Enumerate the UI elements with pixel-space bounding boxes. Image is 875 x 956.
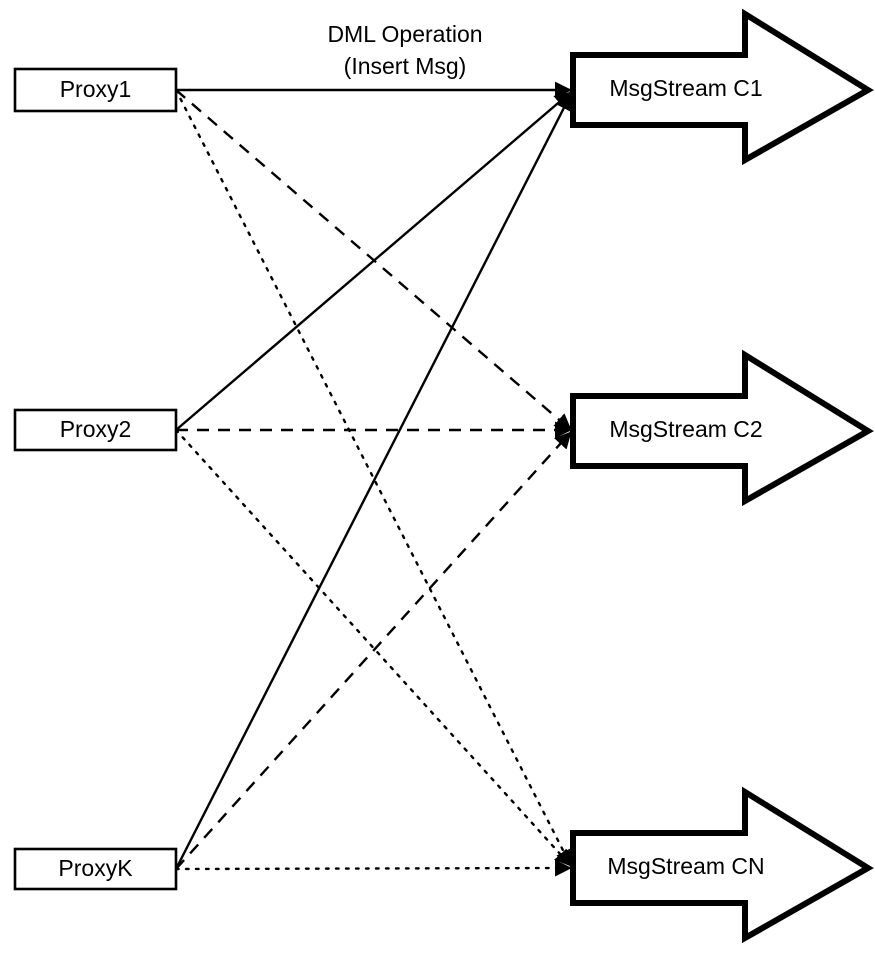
link-proxy2-to-c1 bbox=[175, 91, 572, 431]
stream-c1-shape bbox=[570, 8, 874, 166]
proxyK[interactable]: ProxyK bbox=[13, 847, 178, 891]
stream-cn-shape bbox=[570, 786, 874, 944]
link-proxyK-to-c2 bbox=[175, 431, 572, 870]
link-proxyK-to-c1 bbox=[174, 93, 573, 870]
stream-c1-label: MsgStream C1 bbox=[609, 75, 762, 101]
link-line-solid bbox=[175, 91, 572, 431]
stream-c2-shape bbox=[570, 349, 874, 507]
stream-cn-label: MsgStream CN bbox=[607, 853, 764, 879]
proxy2-label: Proxy2 bbox=[60, 416, 132, 442]
proxy2[interactable]: Proxy2 bbox=[13, 408, 178, 452]
link-line-dotted bbox=[174, 859, 573, 877]
link-line-dotted bbox=[174, 88, 573, 868]
proxy2-box bbox=[13, 408, 178, 452]
proxyK-label: ProxyK bbox=[58, 855, 133, 881]
edge-label-dml-operation: DML Operation (Insert Msg) bbox=[327, 21, 482, 79]
edge-label-line-1: DML Operation bbox=[327, 21, 482, 47]
proxy1[interactable]: Proxy1 bbox=[13, 67, 178, 113]
proxy1-box bbox=[13, 67, 178, 113]
stream-cn[interactable]: MsgStream CN bbox=[570, 786, 874, 944]
link-proxy2-to-cn bbox=[174, 428, 573, 868]
stream-c1[interactable]: MsgStream C1 bbox=[570, 8, 874, 166]
stream-c2[interactable]: MsgStream C2 bbox=[570, 349, 874, 507]
link-line-dashed bbox=[175, 431, 572, 870]
proxy1-label: Proxy1 bbox=[60, 76, 132, 102]
edge-label-line-2: (Insert Msg) bbox=[344, 53, 467, 79]
stream-c2-label: MsgStream C2 bbox=[609, 416, 762, 442]
link-line-solid bbox=[174, 93, 573, 870]
link-line-dotted bbox=[174, 428, 573, 868]
proxyK-box bbox=[13, 847, 178, 891]
link-group bbox=[174, 81, 573, 877]
link-proxyK-to-cn bbox=[174, 859, 573, 877]
link-proxy1-to-cn bbox=[174, 88, 573, 868]
stream-group: MsgStream C1 MsgStream C2 MsgStream CN bbox=[570, 8, 874, 944]
